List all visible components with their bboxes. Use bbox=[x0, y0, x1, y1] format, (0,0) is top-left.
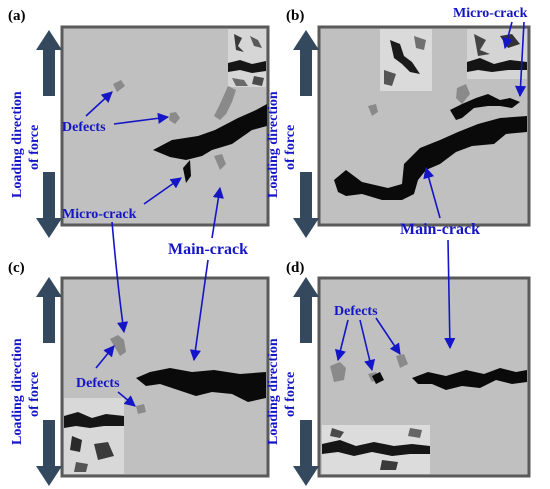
main-crack-a bbox=[153, 104, 267, 160]
panel-d: (d) Loading direction of force Defects bbox=[266, 260, 531, 486]
defects-label-a: Defects bbox=[62, 120, 106, 135]
defect-b1 bbox=[456, 84, 470, 104]
defect-c2 bbox=[136, 404, 146, 414]
loading-arrows-d bbox=[293, 277, 319, 486]
panel-c-letter: (c) bbox=[8, 260, 25, 276]
loading-direction-a-line1: Loading direction bbox=[10, 91, 25, 198]
panel-d-letter: (d) bbox=[286, 260, 304, 276]
panel-b: (b) Loading direction of force Mic bbox=[266, 6, 531, 238]
down-arrowhead-icon bbox=[36, 218, 62, 238]
loading-direction-c-line2: of force bbox=[27, 372, 42, 417]
main-crack-arrow-d bbox=[444, 239, 456, 350]
panel-b-letter: (b) bbox=[286, 8, 304, 24]
defect-a3 bbox=[214, 86, 236, 120]
panel-a: (a) Loading direction of force Defects bbox=[8, 8, 270, 238]
micro-crack-arrow-c bbox=[111, 221, 129, 334]
down-arrowhead-icon bbox=[293, 466, 319, 486]
main-crack-arrow-b bbox=[423, 166, 441, 219]
secondary-crack-b bbox=[450, 94, 520, 120]
micrograph-inset-a bbox=[228, 29, 266, 87]
defect-d1 bbox=[330, 362, 346, 382]
up-arrowhead-icon bbox=[36, 30, 62, 50]
defect-a1 bbox=[113, 80, 125, 92]
main-crack-c bbox=[136, 368, 266, 402]
defect-a4 bbox=[214, 154, 226, 170]
defect-d3 bbox=[396, 354, 408, 368]
main-crack-label-right: Main-crack bbox=[400, 221, 480, 238]
up-arrowhead-icon bbox=[293, 30, 319, 50]
micro-crack-d bbox=[372, 372, 384, 384]
defect-b2 bbox=[368, 104, 378, 116]
panel-a-letter: (a) bbox=[8, 8, 26, 24]
loading-direction-b-line1: Loading direction bbox=[266, 91, 281, 198]
main-crack-label-left: Main-crack bbox=[168, 241, 248, 258]
loading-direction-b-line2: of force bbox=[283, 125, 298, 170]
micro-crack-a bbox=[183, 160, 191, 183]
loading-direction-d-line2: of force bbox=[283, 372, 298, 417]
micrograph-inset-c bbox=[64, 398, 124, 474]
micro-crack-label-b: Micro-crack bbox=[453, 6, 528, 21]
defects-label-c: Defects bbox=[76, 376, 120, 391]
micrograph-inset-b1 bbox=[380, 29, 432, 91]
loading-direction-d-line1: Loading direction bbox=[266, 338, 281, 445]
up-arrowhead-icon bbox=[293, 277, 319, 297]
loading-arrows-c bbox=[36, 277, 62, 486]
loading-direction-c-line1: Loading direction bbox=[10, 338, 25, 445]
down-arrowhead-icon bbox=[36, 466, 62, 486]
main-crack-arrow-a bbox=[211, 186, 224, 239]
micrograph-inset-b2 bbox=[467, 29, 527, 79]
loading-arrows-b bbox=[293, 30, 319, 238]
main-crack-b bbox=[334, 116, 527, 200]
up-arrowhead-icon bbox=[36, 277, 62, 297]
micrograph-inset-d bbox=[322, 425, 430, 474]
defects-label-d: Defects bbox=[334, 304, 378, 319]
main-crack-arrow-c bbox=[189, 259, 209, 362]
micro-crack-label-a: Micro-crack bbox=[62, 207, 137, 222]
down-arrowhead-icon bbox=[293, 218, 319, 238]
loading-direction-a-line2: of force bbox=[27, 125, 42, 170]
panel-c: (c) Loading direction of force Defects bbox=[8, 260, 270, 486]
defect-a2 bbox=[169, 112, 180, 124]
main-crack-d bbox=[412, 368, 527, 390]
loading-arrows-a bbox=[36, 30, 62, 238]
defect-c1 bbox=[110, 335, 126, 356]
